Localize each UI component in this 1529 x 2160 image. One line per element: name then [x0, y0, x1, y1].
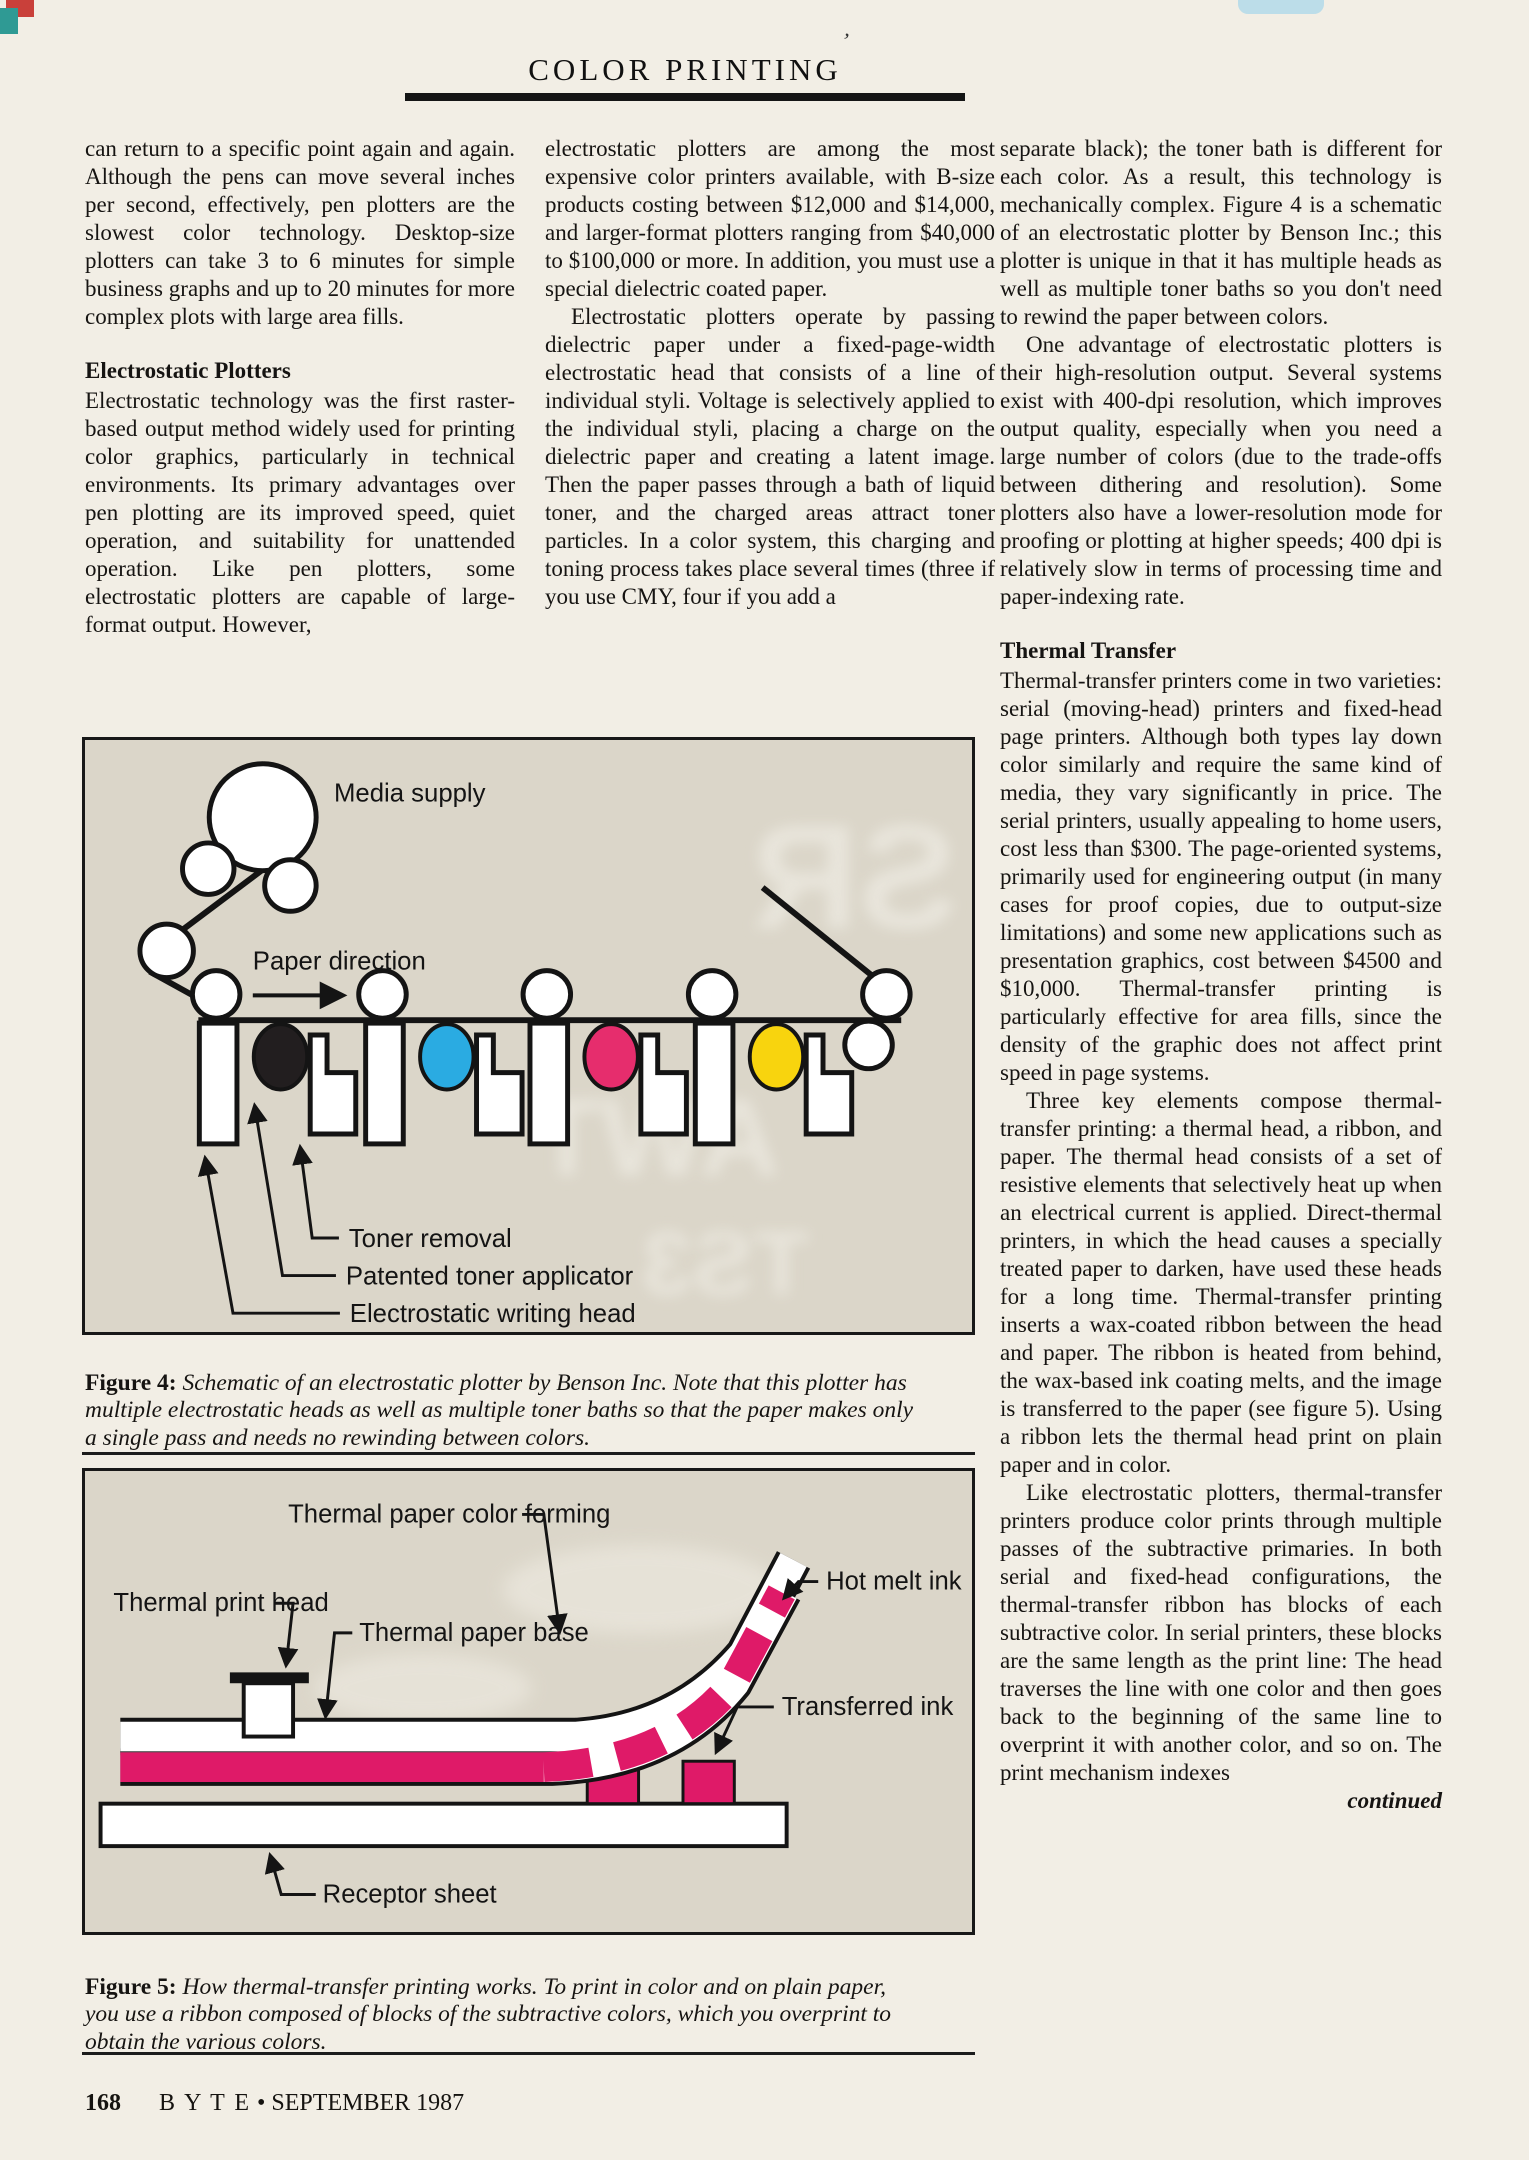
- toner-removal-shape: [638, 1032, 689, 1137]
- print-station-yellow: [692, 1020, 855, 1147]
- print-station-magenta: [527, 1020, 689, 1147]
- page-number: 168: [85, 2090, 121, 2116]
- toner-removal-leader: [292, 1143, 339, 1240]
- writing-head-shape: [527, 1020, 571, 1147]
- paragraph: can return to a specific point again and…: [85, 136, 515, 329]
- color-forming-label: Thermal paper color forming: [288, 1500, 610, 1528]
- feed-roller: [180, 840, 237, 897]
- toner-removal-shape: [307, 1032, 359, 1137]
- figure4-caption: Figure 4: Schematic of an electrostatic …: [85, 1370, 915, 1453]
- svg-text:TS3: TS3: [642, 1213, 809, 1314]
- toner-removal-label: Toner removal: [349, 1225, 512, 1253]
- figure5-box: Thermal paper color forming Thermal prin…: [82, 1468, 975, 1935]
- paragraph: separate black); the toner bath is diffe…: [1000, 136, 1442, 329]
- paragraph: Like electrostatic plotters, thermal-tra…: [1000, 1480, 1442, 1785]
- figure4-box: SR AWT TS3 Media supply Paper direction: [82, 737, 975, 1335]
- footer-bullet: •: [257, 2090, 266, 2116]
- writing-head-leader: [197, 1154, 340, 1315]
- toner-applicator-label: Patented toner applicator: [346, 1262, 634, 1290]
- feed-roller: [137, 921, 196, 981]
- toner-bath-magenta: [582, 1022, 640, 1092]
- figure-separator-rule: [82, 2052, 975, 2055]
- paragraph: Electrostatic technology was the first r…: [85, 388, 515, 637]
- transferred-ink-block: [681, 1759, 736, 1806]
- column-2: electrostatic plotters are among the mos…: [545, 135, 995, 611]
- page-footer: 168 B Y T E • SEPTEMBER 1987: [85, 2090, 464, 2117]
- show-through-artifact: [314, 1545, 779, 1723]
- scan-speck: ’: [839, 27, 852, 54]
- toner-removal-shape: [803, 1032, 855, 1137]
- figure4-diagram: SR AWT TS3 Media supply Paper direction: [137, 761, 958, 1328]
- section-heading-thermal-transfer: Thermal Transfer: [1000, 638, 1177, 663]
- magazine-brand: B Y T E: [159, 2090, 252, 2116]
- figure4-caption-text: Schematic of an electrostatic plotter by…: [85, 1369, 914, 1451]
- web-rollers: [189, 968, 913, 1072]
- print-head-shape: [241, 1681, 296, 1739]
- hot-melt-ink-leader: [781, 1578, 819, 1601]
- media-supply-roll: [206, 761, 319, 874]
- hot-melt-ink-blocks: [543, 1585, 795, 1782]
- scan-artifact-blue: [1238, 0, 1324, 14]
- writing-head-shape: [363, 1020, 406, 1147]
- figure-separator-rule: [82, 1452, 975, 1455]
- print-head-label: Thermal print head: [113, 1589, 328, 1617]
- svg-text:SR: SR: [751, 795, 957, 960]
- page-title: COLOR PRINTING: [528, 52, 842, 87]
- web-roller: [520, 968, 574, 1021]
- web-roller: [685, 968, 739, 1021]
- writing-head-shape: [196, 1020, 240, 1147]
- paragraph: electrostatic plotters are among the mos…: [545, 136, 995, 301]
- figure5-caption-label: Figure 5:: [85, 1973, 177, 2000]
- figure4-caption-label: Figure 4:: [85, 1369, 177, 1396]
- toner-bath-yellow: [747, 1022, 806, 1092]
- web-roller: [356, 968, 409, 1021]
- exit-roller-lower: [842, 1018, 895, 1072]
- print-station-black: [196, 1020, 359, 1147]
- toner-applicator-leader: [247, 1102, 336, 1278]
- transferred-ink-label: Transferred ink: [782, 1693, 954, 1721]
- column-3: separate black); the toner bath is diffe…: [1000, 135, 1442, 1815]
- paragraph: Electrostatic plotters operate by passin…: [545, 304, 995, 609]
- section-heading-electrostatic-plotters: Electrostatic Plotters: [85, 358, 291, 383]
- hot-melt-ink-label: Hot melt ink: [826, 1567, 962, 1595]
- toner-bath-cyan: [418, 1022, 476, 1092]
- print-head-heater-bar: [229, 1672, 309, 1684]
- scan-artifact-teal: [0, 8, 18, 34]
- print-station-cyan: [363, 1020, 525, 1147]
- figure4-leaders: [197, 1102, 340, 1315]
- transferred-ink-leader: [714, 1705, 774, 1756]
- figure5-diagram: Thermal paper color forming Thermal prin…: [98, 1500, 962, 1908]
- exit-roller: [860, 968, 913, 1021]
- writing-head-label: Electrostatic writing head: [350, 1300, 636, 1328]
- paper-exit-line: [760, 885, 887, 988]
- print-head-leader: [275, 1601, 299, 1669]
- figure5-leaders: [264, 1512, 819, 1896]
- feed-roller: [262, 857, 319, 914]
- ribbon-assembly: [120, 1551, 811, 1786]
- paragraph: Thermal-transfer printers come in two va…: [1000, 668, 1442, 1085]
- writing-head-shape: [692, 1020, 736, 1147]
- paper-direction-label: Paper direction: [253, 948, 426, 976]
- receptor-sheet-leader: [264, 1851, 316, 1896]
- figure5-caption-text: How thermal-transfer printing works. To …: [85, 1973, 892, 2055]
- show-through-artifact: SR AWT TS3: [533, 795, 957, 1314]
- paragraph: One advantage of electrostatic plotters …: [1000, 332, 1442, 609]
- issue-date: SEPTEMBER 1987: [271, 2090, 465, 2116]
- receptor-sheet-label: Receptor sheet: [323, 1880, 497, 1908]
- toner-removal-shape: [474, 1032, 525, 1137]
- figure5-caption: Figure 5: How thermal-transfer printing …: [85, 1974, 915, 2057]
- continued-marker: continued: [1347, 1788, 1442, 1813]
- column-1: can return to a specific point again and…: [85, 135, 515, 639]
- media-supply-label: Media supply: [334, 779, 486, 807]
- color-forming-leader: [522, 1512, 568, 1636]
- receptor-sheet-shape: [98, 1801, 789, 1849]
- paragraph: Three key elements compose thermal-trans…: [1000, 1088, 1442, 1477]
- web-roller: [189, 968, 243, 1021]
- header-rule: [405, 93, 965, 101]
- paper-base-label: Thermal paper base: [359, 1619, 589, 1647]
- paper-base-leader: [317, 1631, 353, 1720]
- toner-bath-black: [251, 1022, 310, 1092]
